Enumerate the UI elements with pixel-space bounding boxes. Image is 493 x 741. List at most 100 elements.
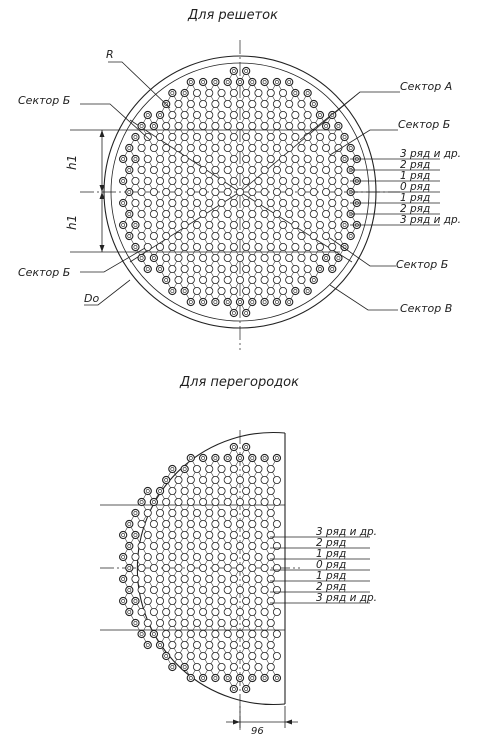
tube-hole [137, 121, 146, 131]
tube-hole [229, 66, 238, 76]
tube-hole [223, 253, 232, 262]
tube-hole-inner [238, 300, 242, 304]
tube-hole [260, 564, 269, 573]
tube-hole [211, 122, 220, 131]
tube-hole [180, 619, 189, 628]
tube-hole-inner [151, 256, 156, 260]
tube-hole [272, 100, 281, 109]
tube-hole-inner [244, 311, 249, 315]
tube-hole [180, 464, 189, 474]
tube-hole [211, 453, 220, 463]
tube-hole [303, 264, 312, 273]
tube-hole [303, 220, 312, 229]
tube-hole-inner [151, 500, 156, 504]
tube-hole [285, 275, 294, 284]
tube-hole-inner [330, 267, 335, 271]
tube-hole [217, 531, 226, 540]
tube-hole-inner [151, 632, 156, 636]
tube-hole [229, 663, 238, 672]
tube-hole [143, 242, 152, 251]
tube-hole [155, 264, 165, 274]
tube-hole [254, 176, 263, 185]
tube-hole [186, 520, 195, 529]
tube-hole [162, 209, 171, 218]
tube-hole [198, 297, 208, 307]
tube-hole [211, 564, 220, 573]
tube-hole [303, 111, 312, 120]
tube-hole [303, 286, 312, 296]
tube-hole [322, 209, 331, 218]
tube-hole-inner [348, 234, 353, 238]
tube-hole [168, 176, 177, 185]
h1-top-label: h1 [65, 155, 79, 170]
tube-hole [168, 88, 177, 98]
tube-hole [131, 198, 140, 207]
tube-hole [285, 297, 294, 307]
tube-hole [174, 564, 183, 573]
tube-hole [217, 132, 226, 141]
tube-hole [168, 220, 177, 229]
tube-hole [211, 231, 220, 240]
tube-hole [297, 122, 306, 131]
tube-hole [223, 100, 232, 109]
tube-hole-inner [170, 91, 175, 95]
tube-hole [180, 597, 189, 606]
tube-hole-inner [287, 300, 292, 304]
tube-hole [217, 220, 226, 229]
tube-hole [346, 231, 355, 241]
tube-hole [260, 165, 269, 174]
tube-hole [156, 198, 165, 207]
tube-hole [199, 564, 208, 573]
tube-hole [174, 165, 183, 174]
tube-hole [260, 652, 269, 661]
tube-hole [180, 486, 189, 495]
tube-hole-inner [225, 676, 230, 680]
tube-hole [260, 187, 269, 196]
tube-hole [229, 154, 238, 163]
tube-hole [162, 651, 171, 661]
tube-hole [266, 242, 275, 251]
tube-hole [229, 176, 238, 185]
tube-hole [266, 464, 275, 473]
tube-hole [217, 663, 226, 672]
tube-hole-inner [182, 467, 187, 471]
tube-hole [303, 176, 312, 185]
tube-hole [211, 165, 220, 174]
tube-hole-inner [262, 676, 267, 680]
tube-hole [119, 596, 128, 606]
tube-hole [309, 165, 318, 174]
tube-hole-inner [127, 522, 132, 526]
tube-hole [143, 110, 152, 120]
tube-hole-inner [127, 566, 132, 570]
tube-hole [340, 198, 349, 207]
tube-hole [297, 209, 306, 218]
tube-hole [266, 220, 275, 229]
tube-hole [192, 111, 201, 120]
tube-hole [254, 286, 263, 295]
tube-hole [119, 552, 128, 562]
tube-hole-inner [188, 300, 193, 304]
tube-hole [125, 165, 134, 175]
tube-hole [285, 209, 294, 218]
tube-hole [192, 154, 201, 163]
tube-hole [272, 673, 282, 683]
tube-hole [260, 475, 269, 484]
tube-hole-inner [164, 102, 169, 106]
tube-hole-inner [188, 80, 193, 84]
tube-hole [198, 77, 208, 87]
tube-hole-inner [121, 179, 126, 183]
baffle-diagram: 3 ряд и др. 2 ряд 1 ряд 0 ряд 1 ряд 2 ря… [100, 430, 377, 737]
tube-hole-inner [170, 665, 175, 669]
tube-hole [186, 100, 195, 109]
tube-hole [266, 553, 275, 562]
tube-hole [248, 100, 257, 109]
tube-hole [156, 553, 165, 562]
tube-hole [199, 586, 208, 595]
tube-hole [180, 242, 189, 251]
label-sector-b-left-top: Сектор Б [18, 94, 70, 107]
tube-hole [180, 264, 189, 273]
baffle-row-label: 2 ряд [316, 537, 346, 549]
top-row-label: 2 ряд [400, 159, 430, 171]
tube-hole [180, 286, 189, 296]
tube-hole [266, 575, 275, 584]
